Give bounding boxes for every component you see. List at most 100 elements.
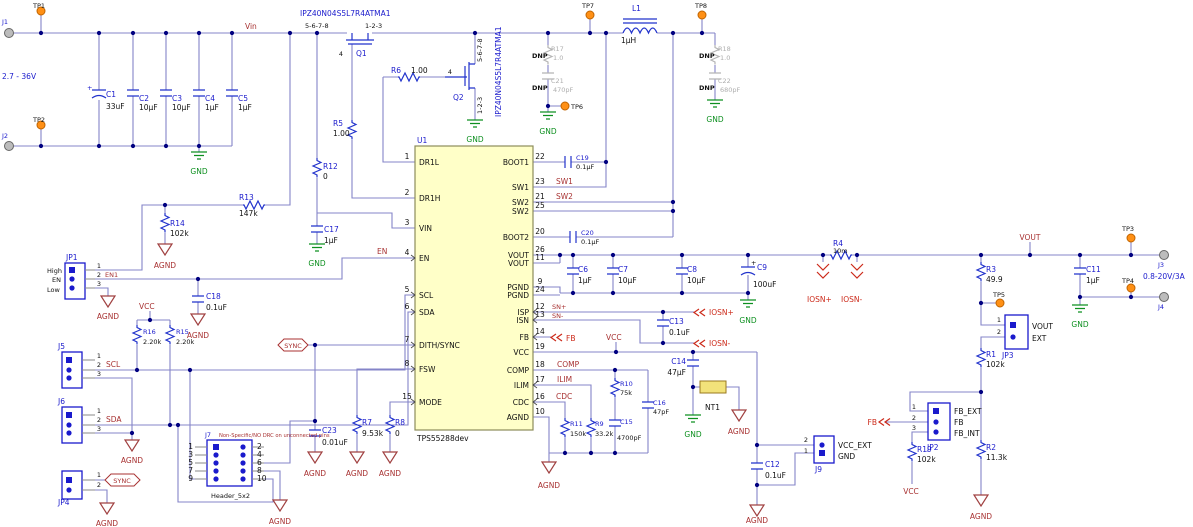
testpoint-tp8 bbox=[697, 10, 707, 20]
resistor-r15[interactable] bbox=[165, 324, 175, 346]
svg-text:SDA: SDA bbox=[419, 308, 435, 317]
resistor-r2[interactable] bbox=[976, 439, 986, 461]
label-jp2-fbext: FB_EXT bbox=[954, 407, 982, 416]
label-dnp-r18: DNP bbox=[699, 52, 715, 60]
wire-comp bbox=[533, 369, 649, 462]
net-label-sda: SDA bbox=[106, 415, 122, 424]
label-input-range: 2.7 - 36V bbox=[2, 72, 37, 81]
svg-text:VOUT: VOUT bbox=[508, 259, 529, 268]
label-tp6: TP6 bbox=[570, 103, 583, 111]
svg-text:SW2: SW2 bbox=[512, 198, 529, 207]
net-label-cdc: CDC bbox=[556, 392, 572, 401]
cap-c14[interactable] bbox=[686, 359, 700, 367]
net-label-en: EN bbox=[377, 247, 387, 256]
net-tie-nt1[interactable] bbox=[699, 380, 727, 394]
mosfet-q2[interactable] bbox=[445, 62, 475, 90]
label-j7-name: Header_5x2 bbox=[211, 492, 250, 500]
label-q1-pin4: 4 bbox=[339, 50, 343, 58]
net-label-iosnp: IOSN+ bbox=[709, 308, 734, 317]
connector-j9[interactable] bbox=[813, 435, 835, 464]
label-r2: R2 bbox=[986, 443, 996, 452]
resistor-r1[interactable] bbox=[976, 347, 986, 369]
label-c1: C1 bbox=[106, 90, 116, 99]
svg-text:24: 24 bbox=[535, 285, 545, 294]
svg-text:9: 9 bbox=[538, 277, 543, 286]
label-j6-1: 1 bbox=[97, 407, 101, 415]
label-c2: C2 bbox=[139, 94, 149, 103]
label-jp1-high: High bbox=[47, 267, 62, 275]
cap-c19[interactable] bbox=[564, 155, 572, 169]
resistor-r3[interactable] bbox=[976, 261, 986, 283]
svg-text:EN: EN bbox=[419, 254, 429, 263]
label-u1-part: TPS55288dev bbox=[416, 434, 469, 443]
testpoint-tp5 bbox=[995, 298, 1005, 308]
cap-c18[interactable] bbox=[191, 295, 205, 303]
jacks[interactable] bbox=[4, 28, 1169, 302]
jack-j2 bbox=[4, 141, 14, 151]
svg-text:FB: FB bbox=[520, 333, 529, 342]
cap-c12[interactable] bbox=[750, 462, 764, 470]
svg-text:21: 21 bbox=[535, 192, 545, 201]
resistor-r16[interactable] bbox=[132, 324, 142, 346]
label-c15v: 4700pF bbox=[617, 434, 642, 442]
label-j7-note: Non-Specific/NO DRC on unconnected pins bbox=[219, 433, 330, 439]
cap-c11[interactable] bbox=[1073, 267, 1087, 275]
inductor-l1[interactable] bbox=[622, 18, 658, 35]
label-gnd-input: GND bbox=[190, 167, 207, 176]
label-jp4-2: 2 bbox=[97, 481, 101, 489]
label-agnd-ic: AGND bbox=[538, 481, 560, 490]
cap-c13[interactable] bbox=[656, 319, 670, 327]
svg-text:10: 10 bbox=[257, 474, 267, 483]
label-r6v: 1.00 bbox=[411, 66, 428, 75]
svg-text:PGND: PGND bbox=[507, 283, 529, 292]
net-label-sync: SYNC bbox=[284, 342, 302, 350]
cap-c17[interactable] bbox=[310, 225, 324, 233]
ic-right-pin-names: BOOT1SW1SW2SW2BOOT2VOUTVOUTPGNDPGNDISPIS… bbox=[503, 158, 530, 422]
connector-j7[interactable] bbox=[195, 439, 264, 487]
net-port-sync-main[interactable] bbox=[277, 338, 309, 352]
resistor-r10[interactable] bbox=[610, 377, 620, 399]
net-label-vcc-ic: VCC bbox=[606, 333, 622, 342]
label-agnd-c23: AGND bbox=[304, 469, 326, 478]
net-port-sync-jp4[interactable] bbox=[104, 473, 141, 487]
label-jp1-en: EN bbox=[52, 276, 61, 284]
connector-jp1[interactable] bbox=[64, 262, 95, 300]
svg-text:3: 3 bbox=[188, 450, 193, 459]
resistor-r13[interactable] bbox=[242, 200, 266, 210]
connector-jp2[interactable] bbox=[927, 402, 951, 441]
connector-jp4[interactable] bbox=[61, 470, 95, 500]
cap-c9[interactable] bbox=[740, 266, 756, 276]
label-agnd-r7: AGND bbox=[346, 469, 368, 478]
label-q1-pins-b: 1-2-3 bbox=[365, 22, 382, 30]
label-r13: R13 bbox=[239, 193, 254, 202]
svg-text:DITH/SYNC: DITH/SYNC bbox=[419, 341, 460, 350]
connector-j5[interactable] bbox=[61, 351, 95, 389]
mosfet-q1[interactable] bbox=[346, 33, 374, 45]
label-jp1: JP1 bbox=[65, 253, 78, 262]
connector-jp3[interactable] bbox=[1004, 314, 1029, 350]
connector-j6[interactable] bbox=[61, 406, 95, 444]
label-jp1-1: 1 bbox=[97, 262, 101, 270]
label-r7v: 9.53k bbox=[362, 429, 384, 438]
cap-c20[interactable] bbox=[569, 230, 577, 244]
net-label-snn: SN- bbox=[552, 312, 564, 320]
ic-u1[interactable] bbox=[410, 145, 538, 431]
label-agnd-r2: AGND bbox=[970, 512, 992, 521]
svg-text:7: 7 bbox=[405, 335, 410, 344]
resistor-r9[interactable] bbox=[586, 417, 596, 439]
resistor-r11[interactable] bbox=[560, 417, 570, 439]
label-tp8: TP8 bbox=[694, 2, 707, 10]
label-q2-pins-b: 1-2-3 bbox=[476, 97, 484, 114]
svg-text:22: 22 bbox=[535, 152, 545, 161]
label-jp3: JP3 bbox=[1001, 351, 1014, 360]
label-c18: C18 bbox=[206, 292, 221, 301]
label-c23: C23 bbox=[322, 426, 337, 435]
resistor-r14[interactable] bbox=[160, 212, 170, 234]
label-c14v: 47µF bbox=[667, 368, 686, 377]
testpoint-tp2 bbox=[36, 120, 46, 130]
resistor-r19[interactable] bbox=[907, 441, 917, 463]
testpoints[interactable] bbox=[36, 6, 1136, 308]
resistor-r12[interactable] bbox=[312, 157, 322, 179]
svg-text:10: 10 bbox=[535, 407, 545, 416]
wire-input bbox=[13, 15, 715, 152]
